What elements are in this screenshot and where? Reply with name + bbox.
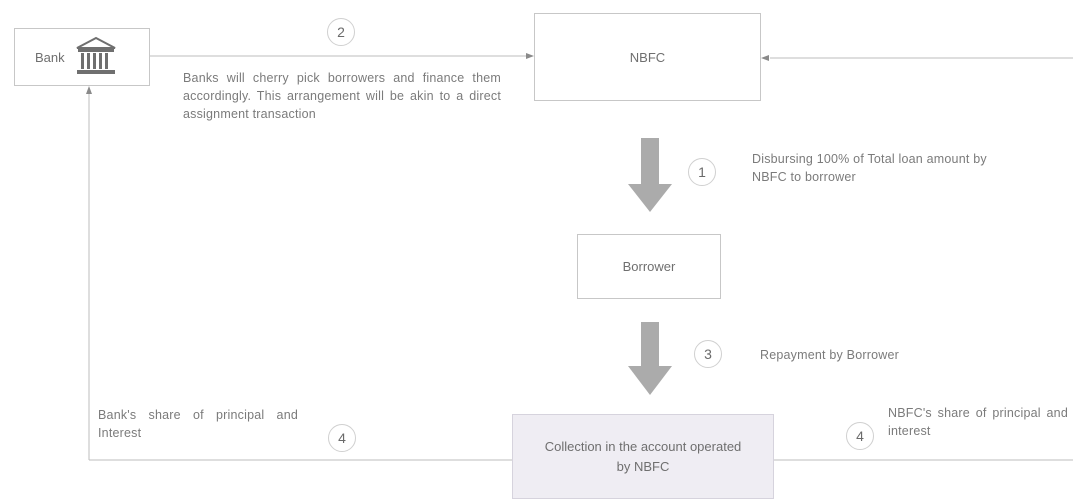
step-4-bank-share-description: Bank's share of principal and Interest bbox=[98, 408, 298, 440]
step-3-badge: 3 bbox=[694, 340, 722, 368]
collection-box: Collection in the account operated by NB… bbox=[512, 414, 774, 499]
step-4-nbfc-number: 4 bbox=[856, 428, 864, 444]
collection-label: Collection in the account operated by NB… bbox=[544, 438, 742, 474]
borrower-label: Borrower bbox=[622, 259, 676, 274]
step-2-number: 2 bbox=[337, 24, 345, 40]
step-3-description: Repayment by Borrower bbox=[760, 348, 899, 362]
step-1-description: Disbursing 100% of Total loan amount by … bbox=[752, 152, 987, 184]
bank-label: Bank bbox=[35, 49, 65, 65]
disbursement-arrow bbox=[628, 138, 672, 212]
right-to-nbfc-arrowhead bbox=[761, 55, 769, 61]
step-4-nbfc-share-description: NBFC's share of principal and interest bbox=[888, 406, 1068, 438]
step-4-bank-number: 4 bbox=[338, 430, 346, 446]
nbfc-label: NBFC bbox=[629, 49, 666, 65]
step-2-badge: 2 bbox=[327, 18, 355, 46]
collection-to-bank-arrowhead bbox=[86, 86, 92, 94]
repayment-arrow bbox=[628, 322, 672, 395]
borrower-box: Borrower bbox=[577, 234, 721, 299]
step-3-number: 3 bbox=[704, 346, 712, 362]
bank-box: Bank bbox=[14, 28, 150, 86]
bank-building-icon bbox=[75, 36, 117, 79]
step-4-nbfc-badge: 4 bbox=[846, 422, 874, 450]
bank-to-nbfc-arrowhead bbox=[526, 53, 534, 59]
step-1-number: 1 bbox=[698, 164, 706, 180]
step-4-bank-badge: 4 bbox=[328, 424, 356, 452]
nbfc-box: NBFC bbox=[534, 13, 761, 101]
step-2-description: Banks will cherry pick borrowers and fin… bbox=[183, 71, 501, 121]
step-1-badge: 1 bbox=[688, 158, 716, 186]
